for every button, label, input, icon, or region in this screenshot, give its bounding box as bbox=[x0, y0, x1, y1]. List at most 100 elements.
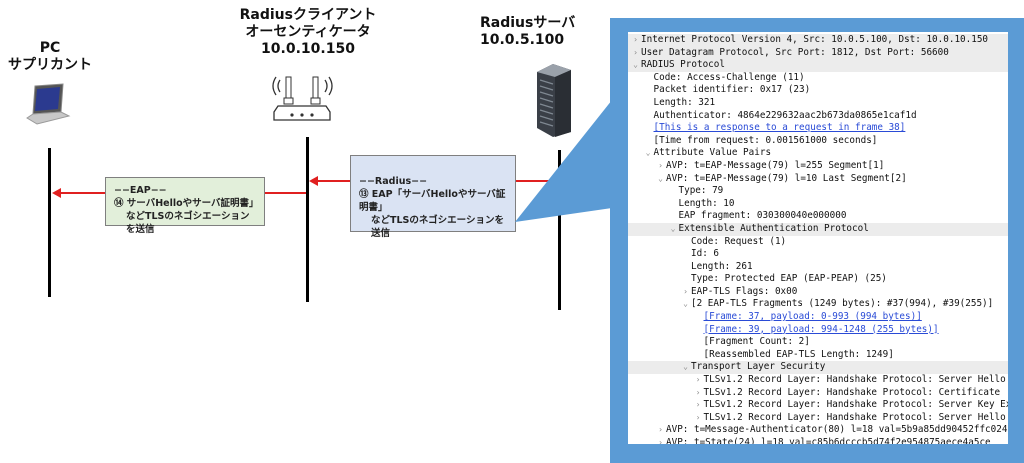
tree-row-text: [Reassembled EAP-TLS Length: 1249] bbox=[703, 348, 894, 360]
tree-row[interactable]: ›TLSv1.2 Record Layer: Handshake Protoco… bbox=[628, 399, 1008, 412]
tree-row[interactable]: Type: Protected EAP (EAP-PEAP) (25) bbox=[628, 273, 1008, 286]
chevron-right-icon[interactable]: › bbox=[695, 387, 701, 397]
tree-row[interactable]: Length: 321 bbox=[628, 97, 1008, 110]
tree-row[interactable]: Packet identifier: 0x17 (23) bbox=[628, 84, 1008, 97]
tree-row[interactable]: ›EAP-TLS Flags: 0x00 bbox=[628, 286, 1008, 299]
router-icon bbox=[272, 76, 333, 121]
chevron-down-icon[interactable]: ⌄ bbox=[645, 148, 651, 158]
server-name: Radiusサーバ bbox=[480, 15, 576, 31]
tree-row[interactable]: ›AVP: t=EAP-Message(79) l=255 Segment[1] bbox=[628, 160, 1008, 173]
tree-row-text: EAP fragment: 030300040e000000 bbox=[678, 210, 847, 222]
tree-row-link[interactable]: [Frame: 39, payload: 994-1248 (255 bytes… bbox=[703, 323, 939, 335]
client-lifeline bbox=[306, 137, 309, 302]
chevron-down-icon[interactable]: ⌄ bbox=[633, 60, 638, 70]
tree-row-text: TLSv1.2 Record Layer: Handshake Protocol… bbox=[703, 399, 1009, 411]
pc-lifeline bbox=[48, 148, 51, 297]
tree-row[interactable]: ›AVP: t=State(24) l=18 val=c85b6dcccb5d7… bbox=[628, 437, 1008, 444]
chevron-right-icon[interactable]: › bbox=[695, 412, 701, 422]
tree-row-text: RADIUS Protocol bbox=[641, 59, 725, 71]
chevron-right-icon[interactable]: › bbox=[695, 400, 701, 410]
chevron-down-icon[interactable]: ⌄ bbox=[658, 173, 663, 183]
chevron-right-icon[interactable]: › bbox=[695, 375, 701, 385]
tree-row[interactable]: [This is a response to a request in fram… bbox=[628, 122, 1008, 135]
eap-title: −−EAP−− bbox=[114, 185, 167, 196]
client-name: Radiusクライアント bbox=[239, 7, 377, 23]
laptop-icon bbox=[26, 83, 71, 125]
tree-row-text: Type: Protected EAP (EAP-PEAP) (25) bbox=[691, 273, 887, 285]
eap-message-box: −−EAP−− ⑭ サーバHelloやサーバ証明書」 などTLSのネゴシエーショ… bbox=[105, 177, 265, 235]
tree-row-text: Length: 10 bbox=[678, 197, 735, 209]
tree-row[interactable]: ⌄RADIUS Protocol bbox=[628, 59, 1008, 72]
tree-row[interactable]: EAP fragment: 030300040e000000 bbox=[628, 210, 1008, 223]
tree-row[interactable]: ⌄Extensible Authentication Protocol bbox=[628, 222, 1008, 236]
chevron-right-icon[interactable]: › bbox=[658, 425, 663, 435]
chevron-right-icon[interactable]: › bbox=[658, 438, 663, 444]
tree-row-text: Authenticator: 4864e229632aac2b673da0865… bbox=[653, 109, 917, 121]
chevron-down-icon[interactable]: ⌄ bbox=[683, 362, 688, 372]
server-lifeline bbox=[558, 150, 561, 310]
tree-row[interactable]: [Frame: 39, payload: 994-1248 (255 bytes… bbox=[628, 324, 1008, 337]
tree-row[interactable]: ⌄Attribute Value Pairs bbox=[628, 147, 1008, 160]
tree-row[interactable]: ⌄[2 EAP-TLS Fragments (1249 bytes): #37(… bbox=[628, 298, 1008, 311]
tree-row-link[interactable]: [This is a response to a request in fram… bbox=[653, 122, 906, 134]
tree-row-text: Id: 6 bbox=[691, 248, 719, 260]
tree-row[interactable]: Authenticator: 4864e229632aac2b673da0865… bbox=[628, 110, 1008, 123]
tree-row[interactable]: ›TLSv1.2 Record Layer: Handshake Protoco… bbox=[628, 412, 1008, 425]
client-ip: 10.0.10.150 bbox=[261, 41, 355, 57]
packet-detail-tree[interactable]: ›Internet Protocol Version 4, Src: 10.0.… bbox=[628, 32, 1008, 444]
radius-message-box: −−Radius−− ⑬ EAP「サーバHelloやサーバ証明書」 などTLSの… bbox=[350, 155, 516, 239]
tree-row-text: Length: 321 bbox=[653, 96, 716, 108]
radius-line1: ⑬ EAP「サーバHelloやサーバ証明書」 bbox=[359, 189, 506, 213]
eap-line1: ⑭ サーバHelloやサーバ証明書」 bbox=[114, 198, 259, 209]
tree-row[interactable]: Type: 79 bbox=[628, 185, 1008, 198]
client-role: オーセンティケータ bbox=[245, 24, 371, 40]
tree-row-text: Type: 79 bbox=[678, 185, 724, 197]
tree-row[interactable]: Length: 261 bbox=[628, 261, 1008, 274]
tree-row-text: Extensible Authentication Protocol bbox=[678, 222, 869, 234]
server-ip: 10.0.5.100 bbox=[480, 32, 565, 48]
chevron-down-icon[interactable]: ⌄ bbox=[683, 299, 688, 309]
tree-row-text: TLSv1.2 Record Layer: Handshake Protocol… bbox=[703, 411, 1009, 423]
pc-role: サプリカント bbox=[8, 57, 92, 73]
tree-row-text: User Datagram Protocol, Src Port: 1812, … bbox=[641, 46, 949, 58]
tree-row-link[interactable]: [Frame: 37, payload: 0-993 (994 bytes)] bbox=[703, 311, 922, 323]
tree-row[interactable]: ›TLSv1.2 Record Layer: Handshake Protoco… bbox=[628, 387, 1008, 400]
tree-row-text: [Time from request: 0.001561000 seconds] bbox=[653, 134, 878, 146]
tree-row-text: [2 EAP-TLS Fragments (1249 bytes): #37(9… bbox=[691, 298, 994, 310]
tree-row-text: AVP: t=EAP-Message(79) l=10 Last Segment… bbox=[666, 172, 907, 184]
chevron-down-icon[interactable]: ⌄ bbox=[670, 223, 676, 233]
tree-row[interactable]: [Frame: 37, payload: 0-993 (994 bytes)] bbox=[628, 311, 1008, 324]
tree-row[interactable]: [Reassembled EAP-TLS Length: 1249] bbox=[628, 349, 1008, 362]
tree-row-text: [Fragment Count: 2] bbox=[703, 336, 810, 348]
eap-line2: などTLSのネゴシエーションを送信 bbox=[126, 211, 250, 235]
tree-row[interactable]: ›TLSv1.2 Record Layer: Handshake Protoco… bbox=[628, 374, 1008, 387]
tree-row[interactable]: ›Internet Protocol Version 4, Src: 10.0.… bbox=[628, 34, 1008, 47]
tree-row[interactable]: Code: Access-Challenge (11) bbox=[628, 72, 1008, 85]
tree-row[interactable]: Length: 10 bbox=[628, 198, 1008, 211]
tree-row[interactable]: ›User Datagram Protocol, Src Port: 1812,… bbox=[628, 46, 1008, 60]
tree-row[interactable]: [Fragment Count: 2] bbox=[628, 336, 1008, 349]
tree-row-text: Internet Protocol Version 4, Src: 10.0.5… bbox=[641, 34, 989, 45]
arrow-head-icon bbox=[309, 176, 318, 186]
tree-row-text: AVP: t=EAP-Message(79) l=255 Segment[1] bbox=[666, 159, 885, 171]
tree-row-text: Attribute Value Pairs bbox=[653, 147, 772, 159]
tree-row-text: AVP: t=State(24) l=18 val=c85b6dcccb5d74… bbox=[666, 437, 991, 444]
chevron-right-icon[interactable]: › bbox=[633, 35, 638, 44]
tree-row[interactable]: Id: 6 bbox=[628, 248, 1008, 261]
tree-row[interactable]: ›AVP: t=Message-Authenticator(80) l=18 v… bbox=[628, 424, 1008, 437]
chevron-right-icon[interactable]: › bbox=[683, 286, 688, 296]
tree-row-text: Code: Access-Challenge (11) bbox=[653, 71, 805, 83]
arrow-head-icon bbox=[52, 188, 61, 198]
tree-row[interactable]: Code: Request (1) bbox=[628, 236, 1008, 249]
tree-row[interactable]: ⌄Transport Layer Security bbox=[628, 361, 1008, 375]
chevron-right-icon[interactable]: › bbox=[633, 47, 638, 57]
pc-label: PC サプリカント bbox=[0, 40, 100, 74]
radius-title: −−Radius−− bbox=[359, 176, 428, 187]
tree-row-text: Packet identifier: 0x17 (23) bbox=[653, 84, 811, 96]
tree-row[interactable]: ⌄AVP: t=EAP-Message(79) l=10 Last Segmen… bbox=[628, 173, 1008, 186]
radius-line2: などTLSのネゴシエーションを送信 bbox=[371, 215, 504, 239]
chevron-right-icon[interactable]: › bbox=[658, 160, 663, 170]
tree-row[interactable]: [Time from request: 0.001561000 seconds] bbox=[628, 135, 1008, 148]
tree-row-text: Transport Layer Security bbox=[691, 361, 826, 373]
